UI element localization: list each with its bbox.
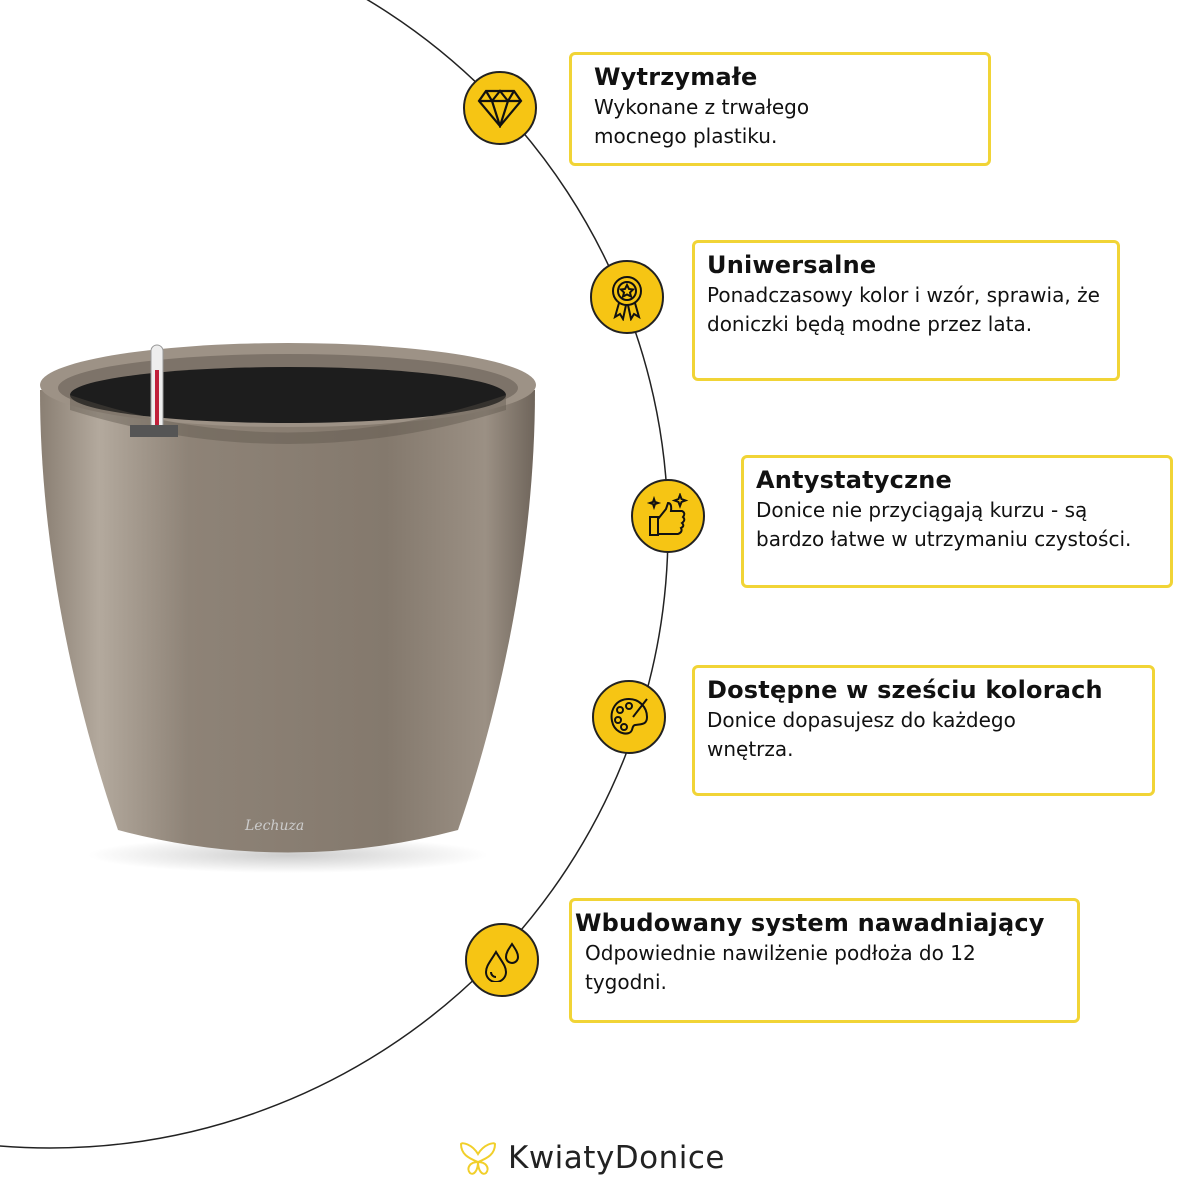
feature-card: Uniwersalne Ponadczasowy kolor i wzór, s… xyxy=(692,240,1120,381)
feature-text: Donice nie przyciągają kurzu - są bardzo… xyxy=(756,498,1132,551)
feature-title: Uniwersalne xyxy=(707,251,877,279)
feature-text: Odpowiednie nawilżenie podłoża do 12 tyg… xyxy=(585,941,976,994)
palette-icon xyxy=(592,680,666,754)
thumbs-up-sparkle-icon xyxy=(631,479,705,553)
feature-card: Wytrzymałe Wykonane z trwałego mocnego p… xyxy=(569,52,991,166)
feature-card: Dostępne w sześciu kolorach Donice dopas… xyxy=(692,665,1155,796)
brand-logo: KwiatyDonice xyxy=(458,1140,725,1176)
feature-text: Wykonane z trwałego mocnego plastiku. xyxy=(594,95,810,148)
feature-title: Wytrzymałe xyxy=(594,63,758,91)
brand-name: KwiatyDonice xyxy=(508,1140,726,1176)
water-drops-icon xyxy=(465,923,539,997)
planter-image: Lechuza xyxy=(40,343,536,873)
butterfly-logo-icon xyxy=(459,1142,497,1175)
diamond-icon xyxy=(463,71,537,145)
feature-text: Ponadczasowy kolor i wzór, sprawia, że d… xyxy=(707,283,1100,336)
feature-title: Dostępne w sześciu kolorach xyxy=(707,676,1103,704)
feature-text: Donice dopasujesz do każdego wnętrza. xyxy=(707,708,1016,761)
feature-card: Wbudowany system nawadniający Odpowiedni… xyxy=(569,898,1080,1023)
feature-card: Antystatyczne Donice nie przyciągają kur… xyxy=(741,455,1173,588)
feature-title: Antystatyczne xyxy=(756,466,953,494)
svg-text:Lechuza: Lechuza xyxy=(244,818,304,834)
award-ribbon-icon xyxy=(590,260,664,334)
feature-title: Wbudowany system nawadniający xyxy=(575,909,1045,937)
